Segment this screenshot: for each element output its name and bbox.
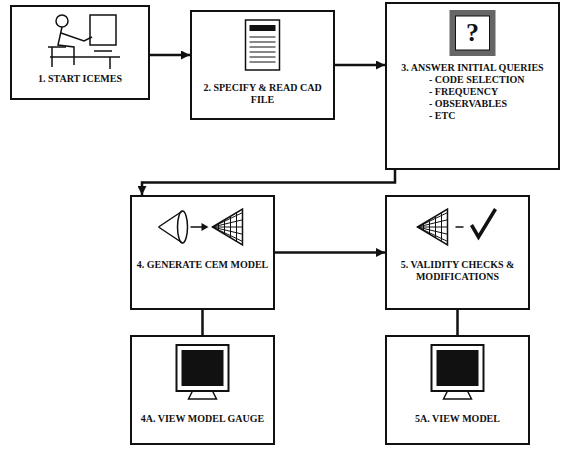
icon-area — [391, 337, 524, 413]
icon-area: ? — [391, 4, 554, 62]
step-label: 2. SPECIFY & READ CAD FILE — [196, 82, 329, 106]
step-label: 4A. VIEW MODEL GAUGE — [136, 413, 269, 425]
query-item: - FREQUENCY — [391, 86, 554, 98]
query-item: - CODE SELECTION — [391, 74, 554, 86]
process-box: 5. VALIDITY CHECKS & MODIFICATIONS — [385, 195, 530, 310]
icon-area — [196, 12, 329, 82]
doc-icon — [196, 12, 329, 82]
step-label: 5A. VIEW MODEL — [391, 413, 524, 425]
flow-connector — [275, 251, 385, 254]
process-box: 4A. VIEW MODEL GAUGE — [130, 335, 275, 445]
step-label: 1. START ICEMES — [16, 73, 144, 85]
icon-area — [136, 197, 269, 259]
process-box: ? 3. ANSWER INITIAL QUERIES- CODE SELECTI… — [385, 2, 560, 170]
flow-connector — [456, 310, 459, 335]
flow-connector — [142, 170, 395, 195]
icon-area — [16, 7, 144, 73]
person-icon — [16, 7, 144, 73]
query-item: - OBSERVABLES — [391, 98, 554, 110]
flow-connector — [335, 64, 385, 67]
process-box: 4. GENERATE CEM MODEL — [130, 195, 275, 310]
process-box: 2. SPECIFY & READ CAD FILE — [190, 10, 335, 120]
flow-connector — [201, 310, 204, 335]
icon-symbol: ? — [466, 20, 479, 46]
check-icon — [391, 197, 524, 259]
monitor-icon — [391, 337, 524, 413]
query-item: - ETC — [391, 110, 554, 122]
icon-area — [136, 337, 269, 413]
process-box: 5A. VIEW MODEL — [385, 335, 530, 445]
cone-icon — [136, 197, 269, 259]
process-box: 1. START ICEMES — [10, 5, 150, 100]
step-label: 4. GENERATE CEM MODEL — [136, 259, 269, 271]
icon-area — [391, 197, 524, 259]
flow-connector — [150, 54, 190, 57]
step-label: 5. VALIDITY CHECKS & MODIFICATIONS — [391, 259, 524, 283]
monitor-icon — [136, 337, 269, 413]
step-label: 3. ANSWER INITIAL QUERIES — [391, 62, 554, 74]
